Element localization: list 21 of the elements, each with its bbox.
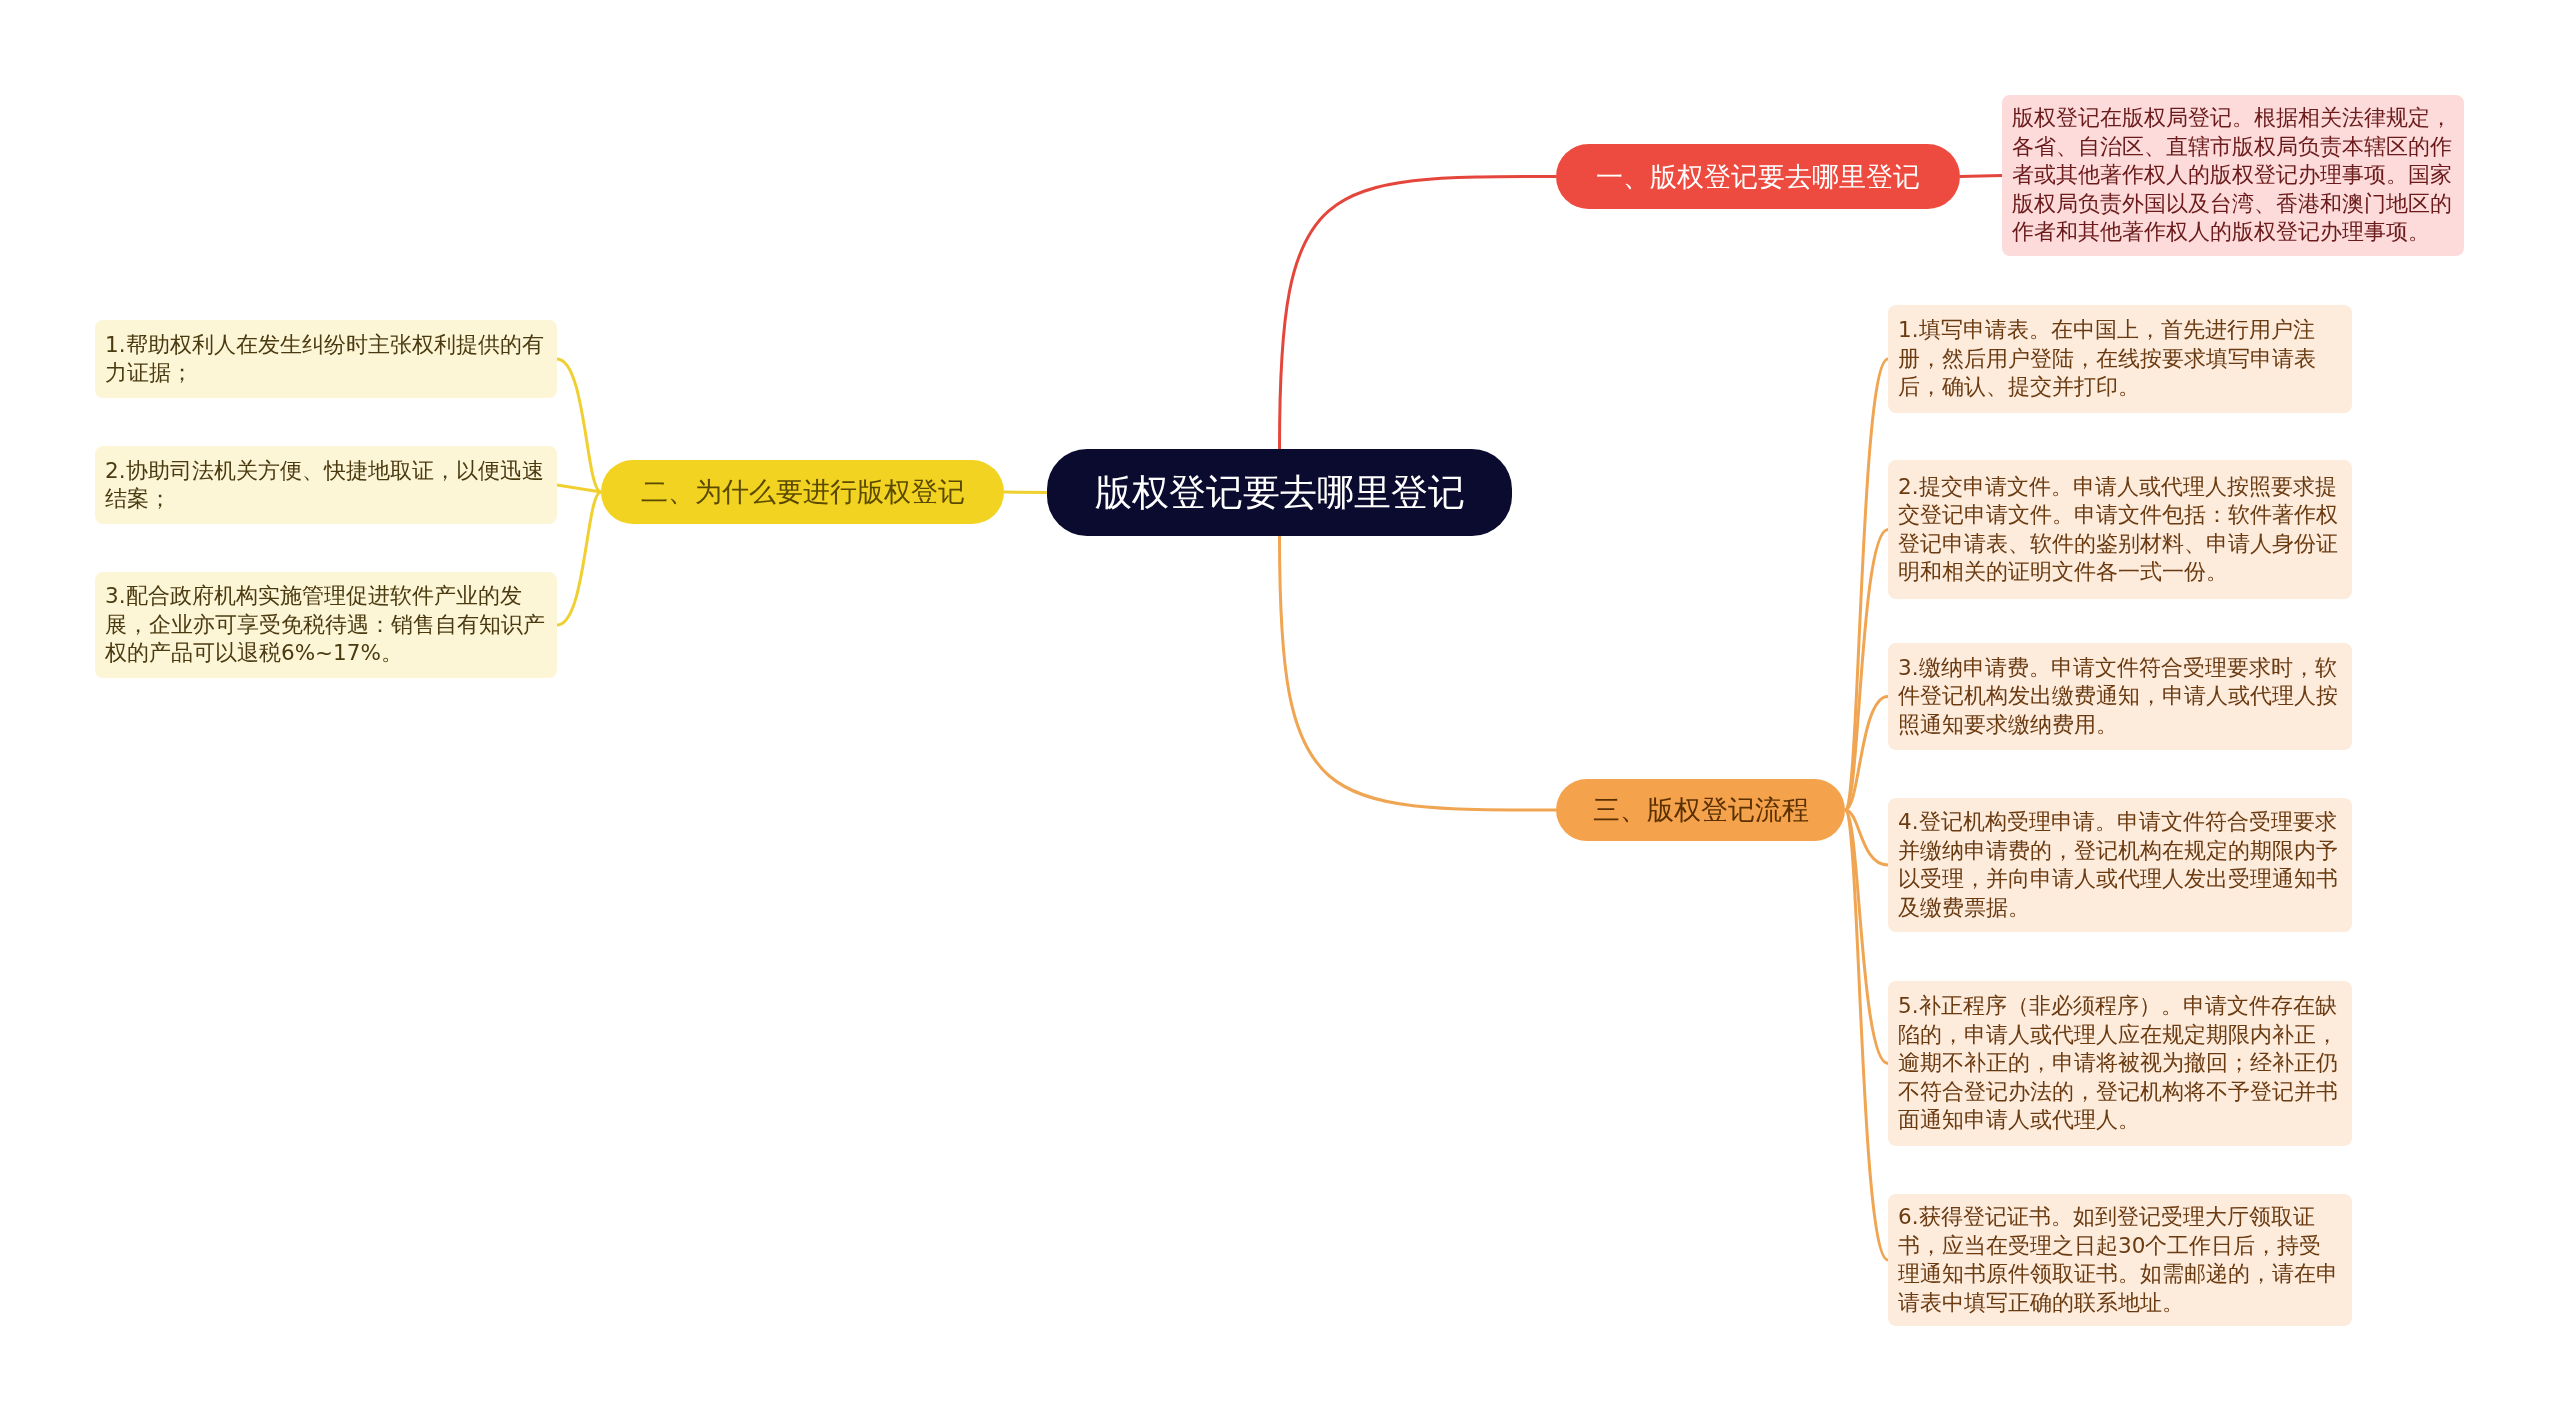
detail-card: 2.协助司法机关方便、快捷地取证，以便迅速结案； xyxy=(95,446,557,524)
detail-card: 3.配合政府机构实施管理促进软件产业的发展，企业亦可享受免税待遇：销售自有知识产权的产品可以退税6%~17%。 xyxy=(95,572,557,678)
detail-card: 3.缴纳申请费。申请文件符合受理要求时，软件登记机构发出缴费通知，申请人或代理人按照通知要求缴纳费用。 xyxy=(1888,643,2352,750)
connector-line xyxy=(1278,175,1556,450)
detail-card: 1.填写申请表。在中国上，首先进行用户注册，然后用户登陆，在线按要求填写申请表后，确认、提交并打印。 xyxy=(1888,305,2352,413)
detail-card: 2.提交申请文件。申请人或代理人按照要求提交登记申请文件。申请文件包括：软件著作权登记申请表、软件的鉴别材料、申请人身份证明和相关的证明文件各一式一份。 xyxy=(1888,460,2352,599)
connector-line xyxy=(556,490,602,627)
connector-line xyxy=(1959,174,2003,178)
connector-line xyxy=(1278,535,1556,812)
detail-card: 6.获得登记证书。如到登记受理大厅领取证书，应当在受理之日起30个工作日后，持受理通知书原件领取证书。如需邮递的，请在申请表中填写正确的联系地址。 xyxy=(1888,1194,2352,1326)
detail-card: 1.帮助权利人在发生纠纷时主张权利提供的有力证据； xyxy=(95,320,557,398)
connector-line xyxy=(1843,809,1890,1261)
branch-topic: 三、版权登记流程 xyxy=(1556,779,1845,841)
detail-card: 版权登记在版权局登记。根据相关法律规定，各省、自治区、直辖市版权局负责本辖区的作者或其他著作权人的版权登记办理事项。国家版权局负责外国以及台湾、香港和澳门地区的作者和其他著作权人的版权登记办理事项。 xyxy=(2002,95,2464,256)
connector-line xyxy=(1004,490,1047,494)
central-topic: 版权登记要去哪里登记 xyxy=(1047,449,1512,536)
branch-topic: 一、版权登记要去哪里登记 xyxy=(1556,144,1960,209)
detail-card: 5.补正程序（非必须程序）。申请文件存在缺陷的，申请人或代理人应在规定期限内补正，逾期不补正的，申请将被视为撤回；经补正仍不符合登记办法的，登记机构将不予登记并书面通知申请人或代理人。 xyxy=(1888,981,2352,1146)
detail-card: 4.登记机构受理申请。申请文件符合受理要求并缴纳申请费的，登记机构在规定的期限内予以受理，并向申请人或代理人发出受理通知书及缴费票据。 xyxy=(1888,798,2352,932)
branch-topic: 二、为什么要进行版权登记 xyxy=(601,460,1004,524)
connector-line xyxy=(1844,808,1889,867)
